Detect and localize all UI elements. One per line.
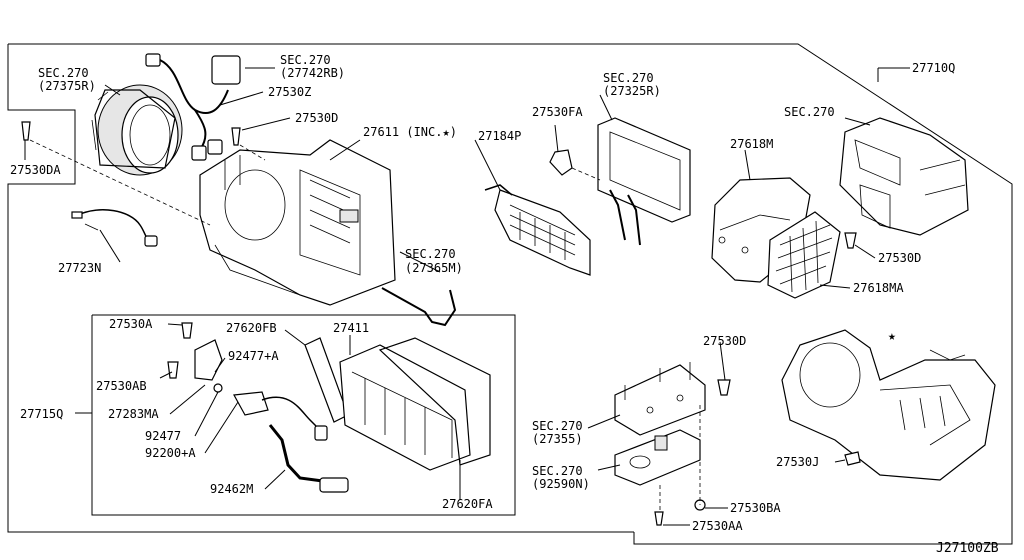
- callout-sec-27325r-1: SEC.270: [603, 71, 654, 85]
- callout-92477a: 92477+A: [228, 349, 279, 363]
- callout-sec-27325r-2: (27325R): [603, 84, 661, 98]
- callout-27618m: 27618M: [730, 137, 773, 151]
- callout-27620fa: 27620FA: [442, 497, 493, 511]
- evaporator-27325r-illustration: [597, 117, 691, 246]
- lower-case-illustration: [781, 329, 996, 481]
- subassembly-frame: [91, 314, 516, 516]
- callout-27530j: 27530J: [776, 455, 819, 469]
- callout-27530fa: 27530FA: [532, 105, 583, 119]
- callout-27530ba: 27530BA: [730, 501, 781, 515]
- outer-frame-left: [7, 44, 634, 533]
- callout-sec-27365m-1: SEC.270: [405, 247, 456, 261]
- leader-lines: [24, 67, 910, 526]
- callout-sec-27355-2: (27355): [532, 432, 583, 446]
- alignment-lines: [29, 139, 701, 512]
- callout-92462m: 92462M: [210, 482, 253, 496]
- callout-sec-27375r-1: SEC.270: [38, 66, 89, 80]
- pipe-92462m-illustration: [268, 424, 349, 493]
- grille-27618ma-illustration: [767, 211, 841, 299]
- callout-27530aa: 27530AA: [692, 519, 743, 533]
- callout-sec-27742rb-2: (27742RB): [280, 66, 345, 80]
- callout-sec-270-right: SEC.270: [784, 105, 835, 119]
- callout-sec-27355-1: SEC.270: [532, 419, 583, 433]
- callout-27723n: 27723N: [58, 261, 101, 275]
- clip-27530fa-illustration: [549, 149, 573, 176]
- callout-27620fb: 27620FB: [226, 321, 277, 335]
- fastener-screws: [21, 121, 861, 526]
- part-labels: SEC.270 (27375R) SEC.270 (27742RB) 27530…: [10, 53, 999, 556]
- callout-sec-27742rb-1: SEC.270: [280, 53, 331, 67]
- callout-27618ma: 27618MA: [853, 281, 904, 295]
- diagram-id: J27100ZB: [936, 541, 999, 556]
- plate-92590n-illustration: [614, 429, 701, 486]
- blower-motor-illustration: [91, 84, 183, 176]
- callout-92200a: 92200+A: [145, 446, 196, 460]
- callout-27530d-top: 27530D: [295, 111, 338, 125]
- callout-27715q: 27715Q: [20, 407, 63, 421]
- callout-sec-92590n-2: (92590N): [532, 477, 590, 491]
- callout-sec-27365m-2: (27365M): [405, 261, 463, 275]
- callout-27411: 27411: [333, 321, 369, 335]
- outer-frame: [8, 43, 1013, 545]
- callout-27530ab: 27530AB: [96, 379, 147, 393]
- callout-27530d-mid: 27530D: [703, 334, 746, 348]
- callout-27530d-right: 27530D: [878, 251, 921, 265]
- callout-27530a: 27530A: [109, 317, 153, 331]
- callout-27710q: 27710Q: [912, 61, 955, 75]
- sensor-27723n-illustration: [71, 209, 158, 247]
- callout-sec-92590n-1: SEC.270: [532, 464, 583, 478]
- callout-27611: 27611 (INC.★): [363, 125, 457, 139]
- heater-core-27184p-illustration: [484, 184, 591, 276]
- upper-case-illustration: [839, 117, 969, 236]
- star-marker: ★: [888, 329, 896, 344]
- seal-27620fa-illustration: [378, 337, 491, 466]
- evaporator-27411-illustration: [339, 344, 471, 471]
- callout-27283ma: 27283MA: [108, 407, 159, 421]
- callout-92477: 92477: [145, 429, 181, 443]
- callout-27530z: 27530Z: [268, 85, 311, 99]
- callout-27184p: 27184P: [478, 129, 521, 143]
- heater-housing-27611-illustration: [199, 139, 396, 306]
- callout-sec-27375r-2: (27375R): [38, 79, 96, 93]
- hose-27365m-illustration: [381, 287, 457, 327]
- bracket-27355-illustration: [614, 362, 706, 436]
- callout-27530da: 27530DA: [10, 163, 61, 177]
- expansion-valve-illustration: [194, 339, 328, 441]
- harness-27530z-illustration: [145, 53, 241, 161]
